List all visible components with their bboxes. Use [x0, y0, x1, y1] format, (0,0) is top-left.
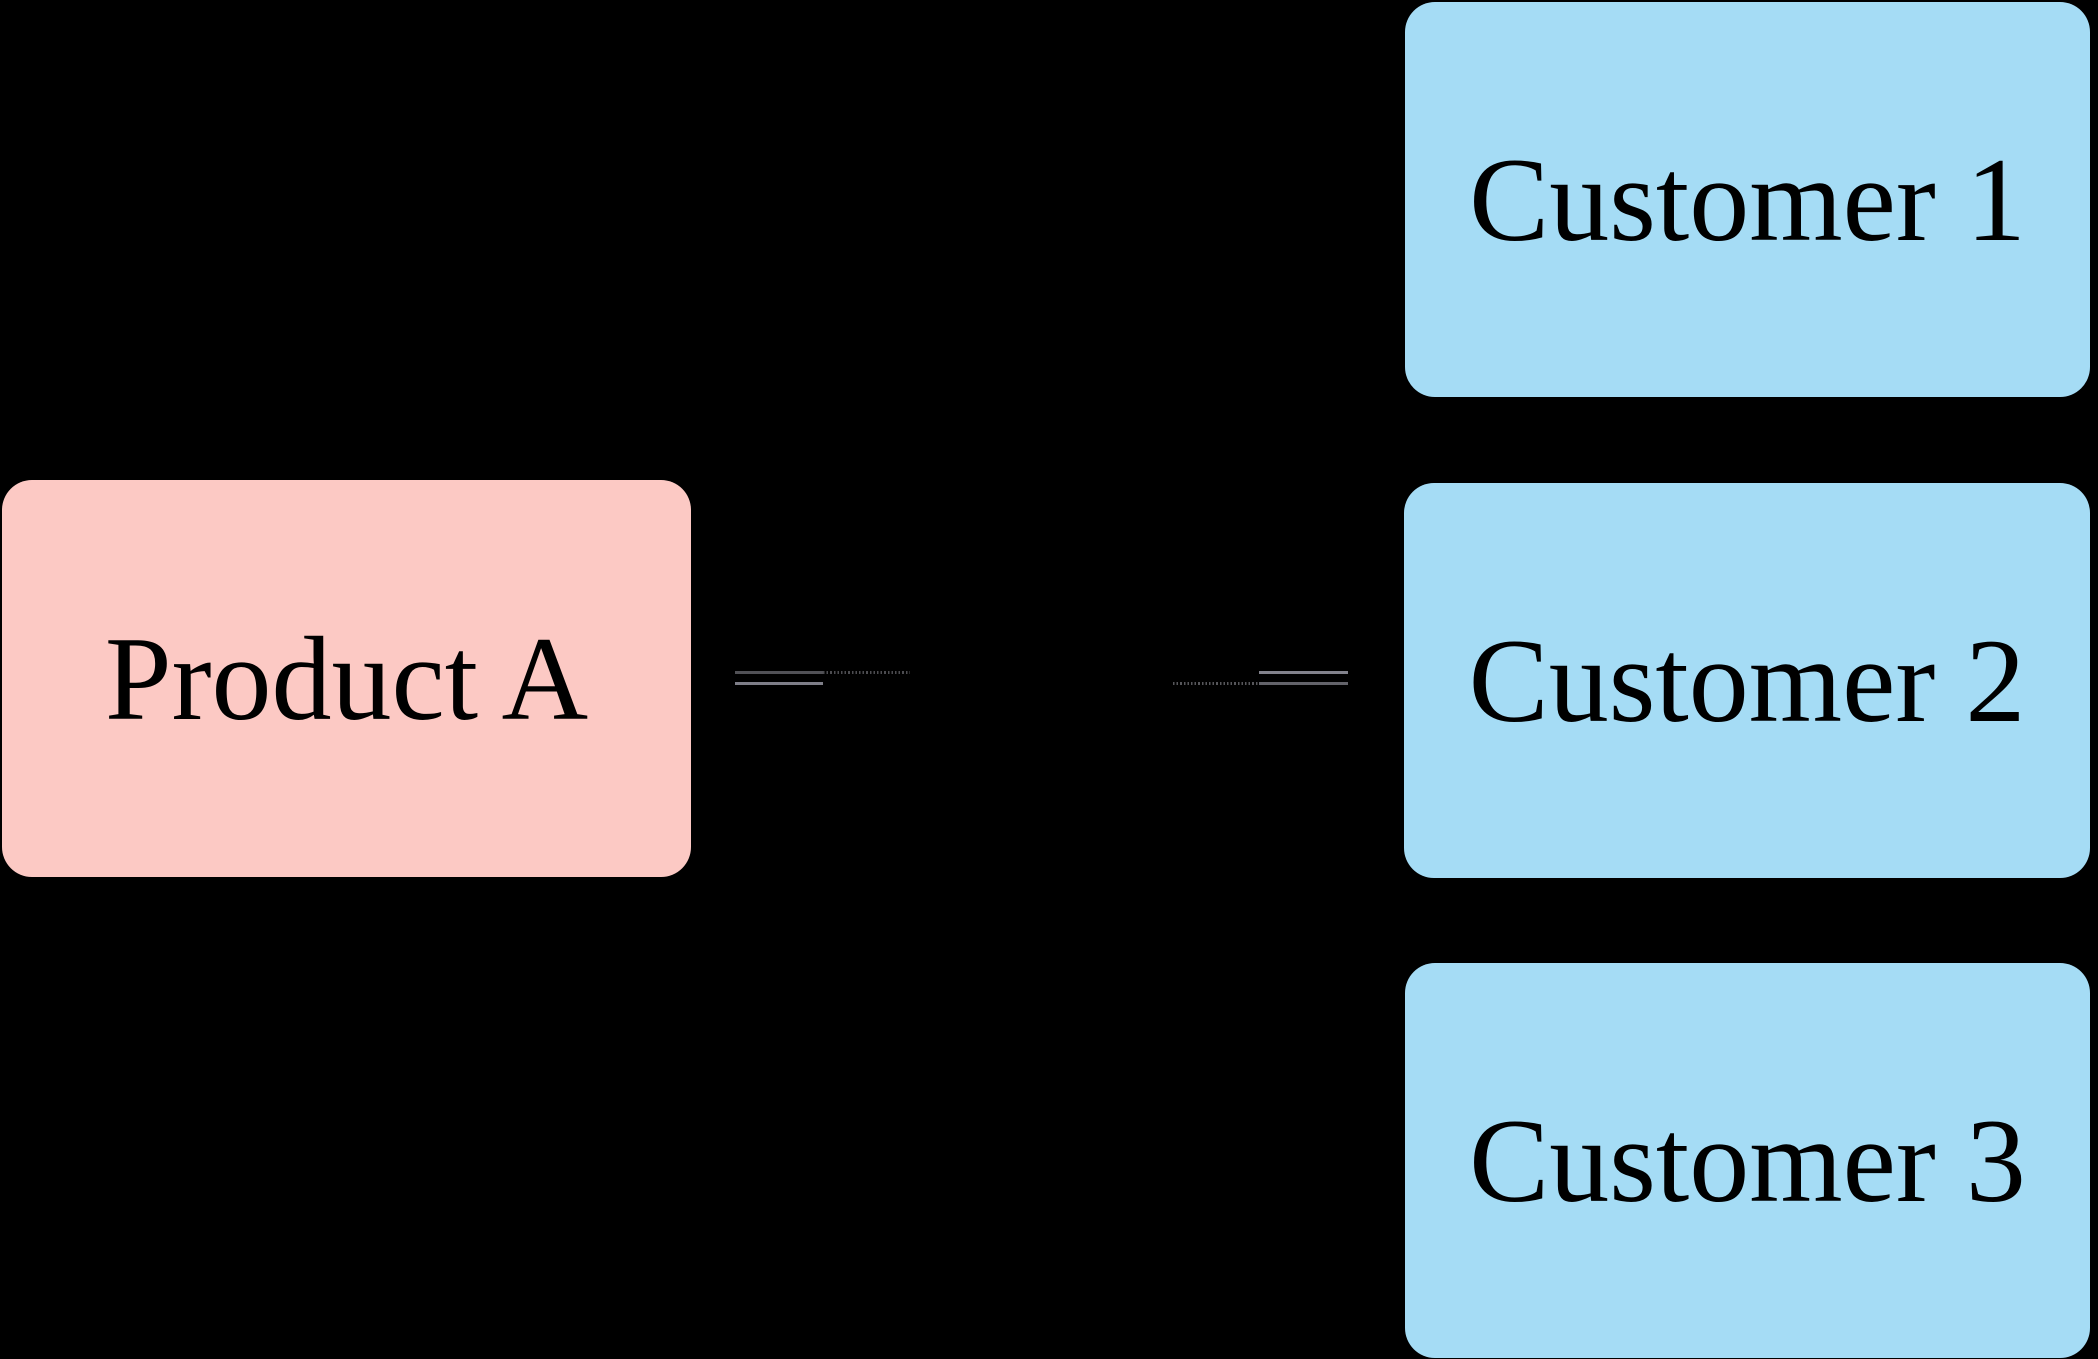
node-customer-2-label: Customer 2: [1468, 613, 2026, 747]
node-customer-3-label: Customer 3: [1469, 1093, 2026, 1227]
node-customer-1: Customer 1: [1405, 2, 2090, 397]
edge-fragment-right-bottom-dotted: [1173, 682, 1259, 685]
node-product-a-label: Product A: [104, 611, 589, 745]
edge-fragment-left-bottom-solid: [735, 682, 823, 685]
node-customer-3: Customer 3: [1405, 963, 2090, 1358]
edge-fragment-left-top-dotted: [823, 671, 910, 674]
node-customer-1-label: Customer 1: [1469, 132, 2026, 266]
node-customer-2: Customer 2: [1404, 483, 2090, 878]
edge-fragment-left-top-solid: [735, 671, 823, 674]
node-product-a: Product A: [2, 480, 691, 877]
edge-fragment-right-top-solid: [1259, 671, 1348, 674]
edge-fragment-right-bottom-solid: [1259, 682, 1348, 685]
